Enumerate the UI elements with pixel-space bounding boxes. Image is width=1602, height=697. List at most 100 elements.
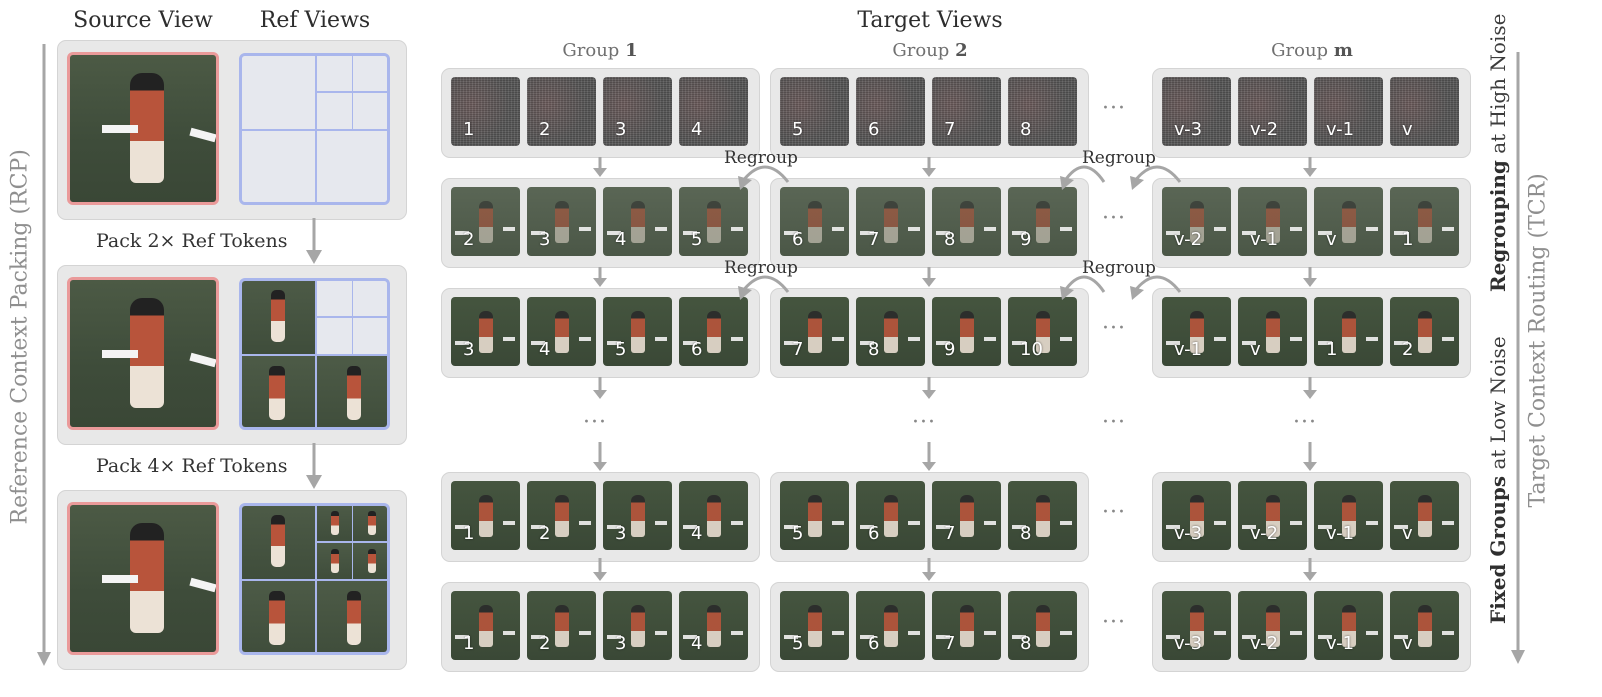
tile-label: 2 — [539, 523, 551, 544]
tile-label: 8 — [1020, 523, 1032, 544]
lamp — [1290, 337, 1302, 341]
tile-label: 1 — [463, 523, 475, 544]
lamp — [908, 337, 920, 341]
target-view-tile: v-1 — [1314, 481, 1383, 550]
tile-label: 6 — [868, 119, 880, 140]
dancer-figure — [884, 201, 898, 243]
lamp — [1214, 631, 1226, 635]
arrowhead — [593, 462, 607, 471]
dancer-figure — [1266, 495, 1280, 537]
target-view-tile: 2 — [527, 481, 596, 550]
dancer-figure — [1342, 201, 1356, 243]
lamp — [1166, 341, 1180, 345]
fixed-groups-low-noise-label: Fixed Groups at Low Noise — [1486, 336, 1510, 624]
lamp — [1442, 227, 1454, 231]
tile-label: v-2 — [1250, 633, 1279, 654]
target-view-tile: 4 — [603, 187, 672, 256]
lamp — [832, 631, 844, 635]
lamp — [1166, 635, 1180, 639]
tcr-arrow — [1511, 52, 1525, 664]
arrowhead — [922, 572, 936, 581]
dancer-figure — [707, 605, 721, 647]
dancer-figure — [707, 495, 721, 537]
target-view-tile: 5 — [780, 481, 849, 550]
lamp — [455, 525, 469, 529]
source-image — [67, 502, 219, 655]
lamp — [936, 341, 950, 345]
lamp — [607, 341, 621, 345]
lamp — [579, 521, 591, 525]
dancer-figure — [707, 201, 721, 243]
tile-label: v — [1402, 633, 1413, 654]
ref-grid-empty — [239, 53, 390, 205]
tile-label: 4 — [539, 339, 551, 360]
dancer-figure — [1418, 311, 1432, 353]
target-view-tile: 6 — [856, 481, 925, 550]
lamp — [1442, 631, 1454, 635]
dancer-figure — [1266, 201, 1280, 243]
lamp — [1442, 337, 1454, 341]
arrowhead — [593, 168, 607, 177]
lamp — [531, 341, 545, 345]
tile-label: 2 — [539, 119, 551, 140]
column-ellipsis: ··· — [1102, 500, 1126, 525]
lamp — [1366, 521, 1378, 525]
tile-label: 2 — [463, 229, 475, 250]
dancer-figure — [1418, 605, 1432, 647]
source-image — [67, 277, 219, 430]
rcp-arrow — [37, 44, 51, 666]
tile-label: v-2 — [1174, 229, 1203, 250]
tile-label: 6 — [868, 633, 880, 654]
tile-label: 6 — [868, 523, 880, 544]
lamp — [531, 635, 545, 639]
dancer-figure — [1190, 201, 1204, 243]
lamp — [1318, 341, 1332, 345]
target-view-tile: 8 — [932, 187, 1001, 256]
ref-grid-4x — [239, 503, 390, 655]
lamp — [503, 337, 515, 341]
lamp — [1290, 521, 1302, 525]
tile-label: 9 — [944, 339, 956, 360]
arrowhead — [1303, 572, 1317, 581]
column-ellipsis: ··· — [1102, 96, 1126, 121]
lamp — [1060, 521, 1072, 525]
tile-label: 1 — [463, 119, 475, 140]
target-view-tile: 2 — [527, 77, 596, 146]
target-view-tile: 5 — [603, 297, 672, 366]
tile-label: 1 — [1402, 229, 1414, 250]
tile-label: v — [1402, 119, 1413, 140]
target-view-tile: v-1 — [1162, 297, 1231, 366]
tile-label: 7 — [944, 119, 956, 140]
lamp — [1318, 525, 1332, 529]
row-ellipsis: ··· — [1102, 410, 1126, 435]
target-view-tile: 3 — [603, 77, 672, 146]
lamp — [1012, 341, 1026, 345]
lamp — [1366, 337, 1378, 341]
lamp — [984, 631, 996, 635]
pack-arrow-2 — [306, 443, 322, 489]
tile-label: 7 — [868, 229, 880, 250]
tile-label: v-2 — [1250, 523, 1279, 544]
regroup-label: Regroup — [1082, 148, 1156, 168]
lamp — [860, 341, 874, 345]
lamp — [936, 231, 950, 235]
lamp — [1012, 231, 1026, 235]
arrowhead — [1303, 462, 1317, 471]
dancer-figure — [555, 495, 569, 537]
target-view-tile: 6 — [856, 591, 925, 660]
pack-2x-label: Pack 2× Ref Tokens — [96, 230, 288, 252]
tile-label: 4 — [691, 119, 703, 140]
rcp-label: Reference Context Packing (RCP) — [7, 149, 33, 525]
lamp — [731, 337, 743, 341]
target-view-tile: 4 — [527, 297, 596, 366]
regroup-label: Regroup — [724, 148, 798, 168]
tile-label: 4 — [691, 523, 703, 544]
target-view-tile: 6 — [679, 297, 748, 366]
source-image — [67, 52, 219, 205]
tile-label: 3 — [615, 523, 627, 544]
target-view-tile: 1 — [1390, 187, 1459, 256]
group-1-header: Group 1 — [562, 40, 638, 61]
dancer-figure — [960, 201, 974, 243]
lamp — [1442, 521, 1454, 525]
dancer-figure — [631, 201, 645, 243]
